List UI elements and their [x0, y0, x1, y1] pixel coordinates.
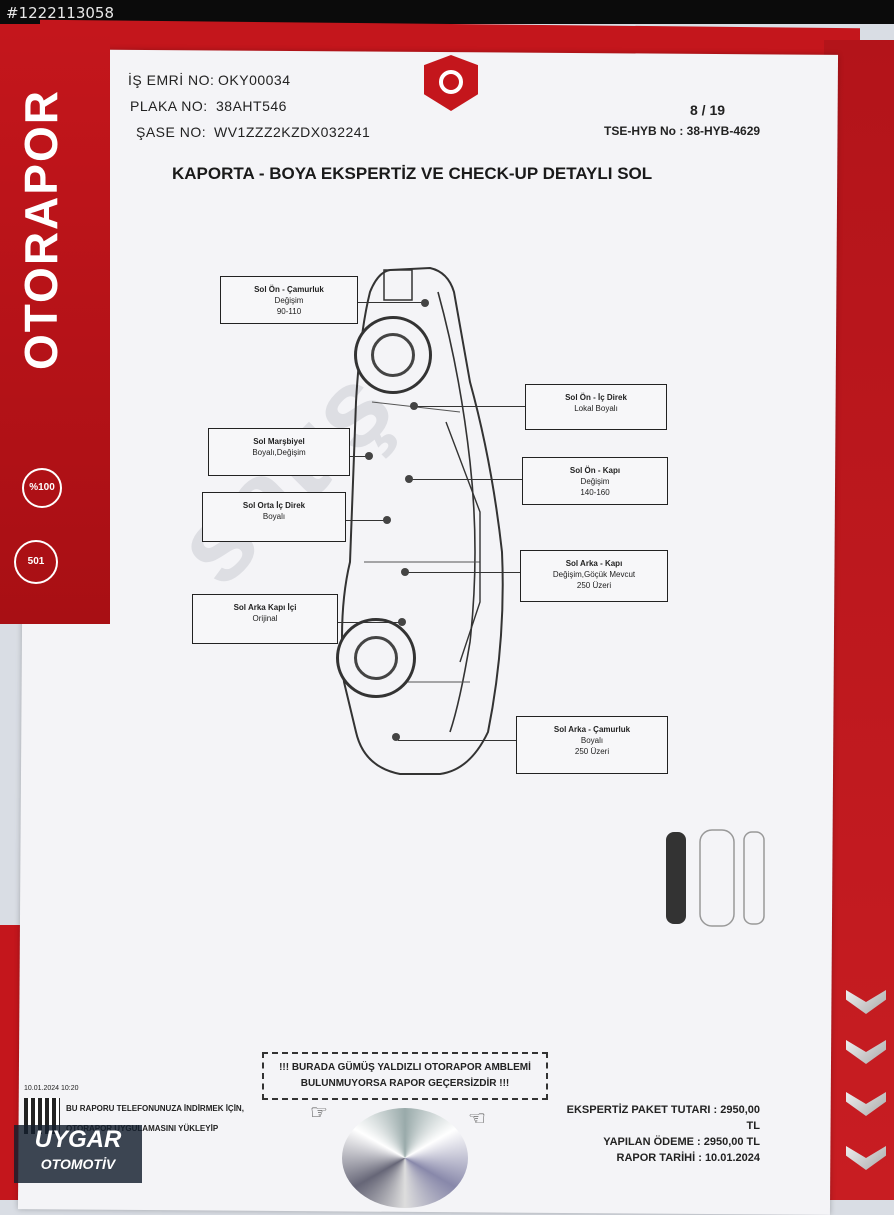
leader-line: [338, 622, 404, 623]
image-id: #1222113058: [6, 4, 115, 22]
pointing-hand-right-icon: ☜: [468, 1108, 486, 1130]
hologram-seal-icon: [342, 1108, 468, 1208]
front-wheel-icon: [354, 316, 432, 394]
odeme-value: 2950,00 TL: [703, 1136, 760, 1148]
is-emri-label: İŞ EMRİ NO:: [128, 72, 215, 88]
dealer-line-2: OTOMOTİV: [40, 1156, 116, 1172]
paket-label: EKSPERTİZ PAKET TUTARI :: [566, 1104, 718, 1116]
leader-line: [345, 520, 387, 521]
marker-dot: [392, 733, 400, 741]
fees-block: EKSPERTİZ PAKET TUTARI : 2950,00 TL YAPI…: [560, 1102, 760, 1166]
leader-line: [398, 740, 518, 741]
marker-dot: [383, 516, 391, 524]
leader-line: [350, 456, 370, 457]
leader-line: [414, 406, 526, 407]
leader-line: [410, 479, 524, 480]
sase-value: WV1ZZZ2KZDX032241: [214, 124, 371, 140]
sase-label: ŞASE NO:: [136, 124, 207, 140]
marker-dot: [401, 568, 409, 576]
badge-100-icon: %100: [22, 468, 62, 508]
car-views-thumbnail-icon: [666, 829, 765, 927]
plaka-label: PLAKA NO:: [130, 98, 208, 114]
marker-dot: [410, 402, 418, 410]
tarih-value: 10.01.2024: [704, 1152, 760, 1164]
marker-dot: [365, 452, 373, 460]
rear-wheel-icon: [336, 618, 416, 698]
pointing-hand-left-icon: ☞: [310, 1102, 328, 1124]
tarih-label: RAPOR TARİHİ :: [616, 1152, 702, 1164]
page-counter: 8 / 19: [690, 102, 726, 118]
dealer-line-1: UYGAR: [34, 1126, 122, 1153]
leader-line: [406, 572, 522, 573]
warning-line-1: !!! BURADA GÜMÜŞ YALDIZLI OTORAPOR AMBLE…: [279, 1062, 531, 1073]
print-timestamp: 10.01.2024 10:20: [24, 1085, 79, 1092]
is-emri-value: OKY00034: [218, 72, 291, 88]
tse-number: TSE-HYB No : 38-HYB-4629: [604, 124, 761, 138]
warning-box: !!! BURADA GÜMÜŞ YALDIZLI OTORAPOR AMBLE…: [262, 1052, 548, 1100]
page-title: KAPORTA - BOYA EKSPERTİZ VE CHECK-UP DET…: [172, 164, 653, 183]
marker-dot: [398, 618, 406, 626]
dealer-watermark: UYGAR OTOMOTİV: [14, 1125, 142, 1183]
badge-501-icon: 501: [14, 540, 58, 584]
qr-instruction-2: OTORAPOR UYGULAMASINI YÜKLEYİP: [66, 1124, 219, 1133]
red-frame-left: [0, 24, 110, 624]
odeme-label: YAPILAN ÖDEME :: [603, 1136, 701, 1148]
leader-line: [358, 302, 426, 303]
marker-dot: [421, 299, 429, 307]
warning-line-2: BULUNMUYORSA RAPOR GEÇERSİZDİR !!!: [300, 1078, 510, 1089]
brand-vertical: OTORAPOR: [15, 89, 67, 371]
plaka-value: 38AHT546: [216, 98, 287, 114]
paket-value: 2950,00 TL: [720, 1104, 760, 1132]
marker-dot: [405, 475, 413, 483]
qr-instruction-1: BU RAPORU TELEFONUNUZA İNDİRMEK İÇİN,: [66, 1104, 244, 1113]
